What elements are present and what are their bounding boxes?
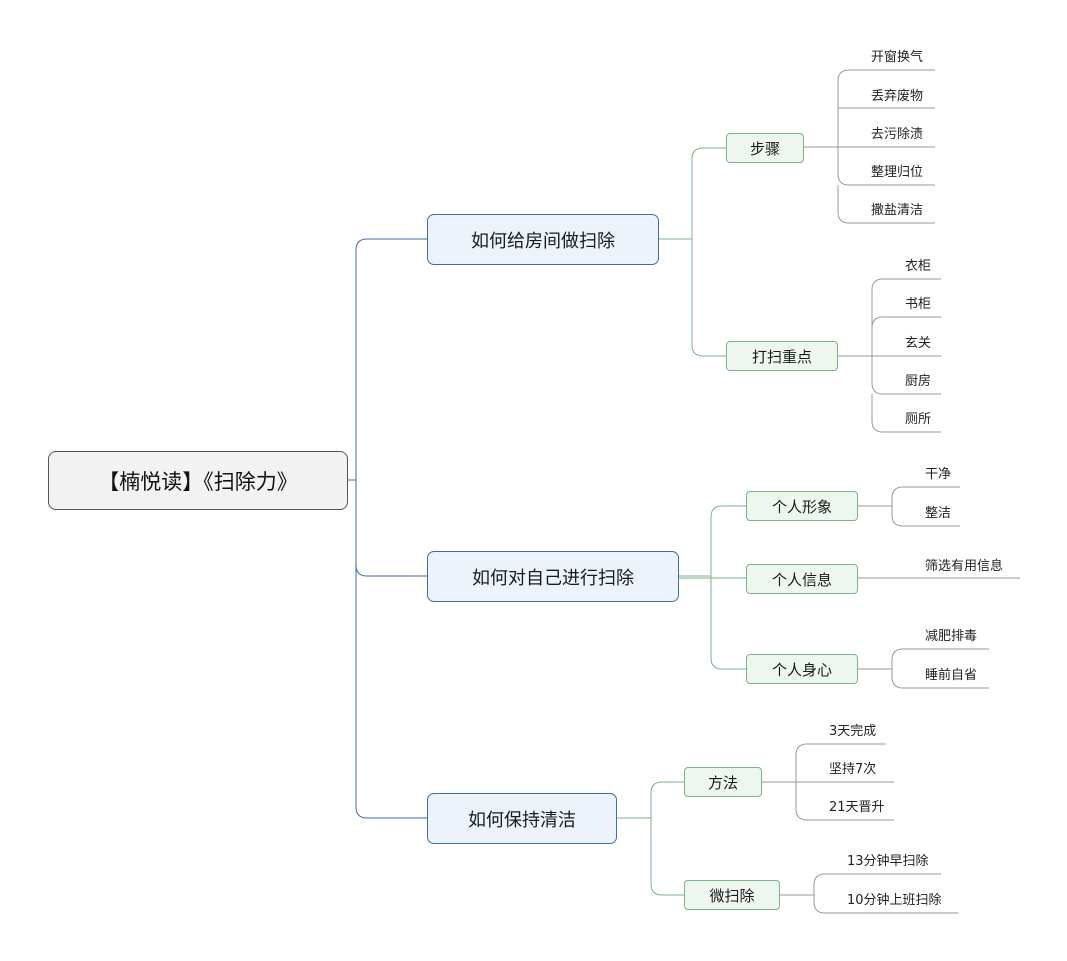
- leaf-item[interactable]: 整理归位: [871, 165, 924, 180]
- leaf-item[interactable]: 撒盐清洁: [871, 203, 924, 218]
- topic-label: 个人身心: [771, 660, 832, 679]
- leaf-item[interactable]: 厕所: [905, 412, 932, 427]
- topic-label: 打扫重点: [751, 347, 812, 366]
- branch-node-self-cleaning[interactable]: 如何对自己进行扫除: [427, 551, 679, 602]
- topic-label: 步骤: [749, 139, 780, 158]
- leaf-item[interactable]: 坚持7次: [829, 762, 877, 777]
- leaf-item[interactable]: 筛选有用信息: [925, 559, 1004, 574]
- leaf-item[interactable]: 去污除渍: [871, 127, 924, 142]
- topic-node-micro-cleaning[interactable]: 微扫除: [684, 880, 780, 910]
- link-root-branch-2: [355, 480, 427, 577]
- leaf-item[interactable]: 开窗换气: [871, 50, 924, 65]
- leaf-item[interactable]: 衣柜: [905, 259, 932, 274]
- leaf-item[interactable]: 书柜: [905, 297, 932, 312]
- root-node[interactable]: 【楠悦读】《扫除力》: [48, 451, 348, 510]
- leaf-item[interactable]: 干净: [925, 467, 952, 482]
- branch-label: 如何保持清洁: [468, 809, 576, 831]
- topic-label: 方法: [707, 773, 738, 792]
- link-b3-c2: [650, 818, 684, 896]
- leaf-item[interactable]: 3天完成: [829, 724, 877, 739]
- topic-node-personal-image[interactable]: 个人形象: [746, 491, 858, 521]
- link-b2-c3: [710, 576, 746, 670]
- topic-label: 微扫除: [709, 886, 755, 905]
- leaf-item[interactable]: 丢弃废物: [871, 89, 924, 104]
- link-b2-c1: [679, 505, 746, 577]
- leaf-item[interactable]: 21天晋升: [829, 800, 885, 815]
- topic-label: 个人形象: [771, 497, 832, 516]
- leaf-item[interactable]: 整洁: [925, 506, 952, 521]
- link-b1-c1: [659, 147, 726, 240]
- root-label: 【楠悦读】《扫除力》: [98, 469, 298, 494]
- link-b3-c1: [617, 781, 684, 819]
- topic-node-body-mind[interactable]: 个人身心: [746, 654, 858, 684]
- topic-node-method[interactable]: 方法: [684, 767, 762, 797]
- leaf-item[interactable]: 睡前自省: [925, 668, 978, 683]
- link-root-branch-3: [355, 565, 427, 819]
- leaf-item[interactable]: 10分钟上班扫除: [847, 893, 942, 908]
- leaf-item[interactable]: 厨房: [905, 374, 932, 389]
- link-root-branch-1: [348, 238, 427, 481]
- topic-node-steps[interactable]: 步骤: [726, 133, 804, 163]
- branch-node-keep-clean[interactable]: 如何保持清洁: [427, 793, 617, 844]
- branch-label: 如何对自己进行扫除: [472, 567, 634, 589]
- topic-label: 个人信息: [771, 570, 832, 589]
- topic-node-personal-info[interactable]: 个人信息: [746, 564, 858, 594]
- branch-label: 如何给房间做扫除: [471, 230, 615, 252]
- link-b1-c2: [691, 239, 726, 357]
- topic-node-key-areas[interactable]: 打扫重点: [726, 341, 838, 371]
- leaf-item[interactable]: 13分钟早扫除: [847, 854, 929, 869]
- leaf-item[interactable]: 玄关: [905, 336, 932, 351]
- leaf-item[interactable]: 减肥排毒: [925, 629, 978, 644]
- branch-node-room-cleaning[interactable]: 如何给房间做扫除: [427, 214, 659, 265]
